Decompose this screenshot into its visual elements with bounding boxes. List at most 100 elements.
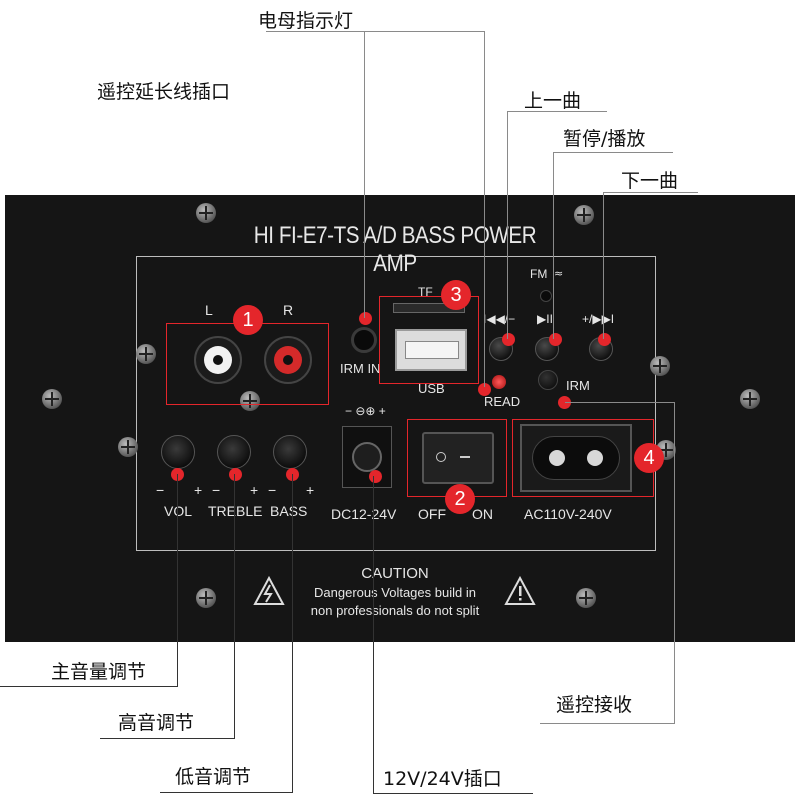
treble-minus: −	[212, 482, 221, 498]
bass-minus: −	[268, 482, 277, 498]
leader-line-irm	[540, 723, 675, 724]
leader-line-volume	[177, 474, 178, 686]
screw-icon	[42, 389, 62, 409]
treble-knob[interactable]	[217, 435, 251, 469]
leader-line-dc	[373, 793, 533, 794]
fm-label: FM	[530, 267, 548, 281]
usb-label: USB	[418, 381, 445, 396]
callout-power-indicator: 电母指示灯	[258, 10, 354, 32]
screw-icon	[196, 588, 216, 608]
treble-marker-dot	[229, 468, 242, 481]
rca-right-label: R	[283, 302, 294, 318]
dc-voltage-label[interactable]: DC12-24V	[331, 506, 397, 522]
callout-pause-play: 暂停/播放	[563, 128, 646, 150]
tf-label: TF	[418, 285, 433, 299]
leader-line-bass	[292, 474, 293, 792]
read-label: READ	[484, 394, 521, 409]
callout-main-volume: 主音量调节	[51, 661, 147, 683]
leader-line-dc	[373, 476, 374, 794]
screw-icon	[136, 344, 156, 364]
next-button-label: +/▶▶I	[582, 312, 615, 326]
read-led	[492, 375, 506, 389]
warning-exclamation-icon	[504, 576, 536, 605]
screw-icon	[650, 356, 670, 376]
ac-voltage-label: AC110V-240V	[524, 506, 612, 522]
leader-line-prev	[507, 111, 508, 339]
prev-track-button[interactable]	[489, 337, 513, 361]
badge-2: 2	[445, 484, 475, 514]
prev-marker-dot	[502, 333, 515, 346]
leader-line-treble	[100, 738, 235, 739]
ac-power-socket[interactable]	[520, 424, 632, 492]
badge-1: 1	[233, 305, 263, 335]
screw-icon	[576, 588, 596, 608]
callout-treble: 高音调节	[118, 712, 195, 734]
screw-icon	[240, 391, 260, 411]
off-label: OFF	[418, 506, 446, 522]
next-marker-dot	[598, 333, 611, 346]
warning-electric-icon	[253, 576, 285, 605]
leader-line-remote-port	[364, 31, 365, 318]
leader-line-power-indicator	[266, 31, 485, 32]
usb-port[interactable]	[395, 329, 467, 371]
callout-remote-extension-port: 遥控延长线插口	[97, 81, 231, 103]
dc-jack-housing	[342, 426, 392, 488]
vol-minus: −	[156, 482, 165, 498]
leader-line-next	[603, 192, 698, 193]
vol-plus: +	[194, 482, 203, 498]
bass-plus: +	[306, 482, 315, 498]
power-rocker-switch[interactable]	[422, 432, 494, 484]
leader-line-power-indicator	[484, 31, 485, 387]
caution-line-2: non professionals do not split	[310, 603, 480, 618]
irm-receiver	[538, 370, 558, 390]
screw-icon	[118, 437, 138, 457]
badge-4: 4	[634, 443, 664, 473]
leader-line-bass	[160, 792, 293, 793]
screw-icon	[196, 203, 216, 223]
caution-line-1: Dangerous Voltages build in	[314, 585, 476, 600]
leader-line-volume	[0, 686, 178, 687]
screw-icon	[574, 205, 594, 225]
vol-label: VOL	[164, 503, 193, 519]
usb-tf-highlight	[379, 296, 479, 384]
bass-label: BASS	[270, 503, 308, 519]
play-marker-dot	[549, 333, 562, 346]
read-marker-dot	[478, 383, 491, 396]
dc-polarity-label: − ⊖⊕ +	[345, 404, 386, 418]
tf-card-slot[interactable]	[393, 303, 465, 313]
wifi-icon: ≈	[554, 267, 564, 280]
leader-line-irm	[674, 402, 675, 724]
irm-label: IRM	[566, 378, 590, 393]
fm-antenna-hole	[540, 290, 552, 302]
leader-line-play	[553, 152, 673, 153]
leader-line-prev	[507, 111, 607, 112]
rca-right-jack[interactable]	[264, 336, 312, 384]
callout-bass: 低音调节	[175, 766, 252, 788]
leader-line-treble	[234, 474, 235, 738]
callout-remote-receive: 遥控接收	[556, 694, 633, 716]
irm-marker-dot	[558, 396, 571, 409]
control-panel-frame	[136, 256, 656, 551]
callout-next-track: 下一曲	[621, 170, 679, 192]
treble-plus: +	[250, 482, 259, 498]
leader-line-irm	[565, 402, 675, 403]
callout-prev-track: 上一曲	[524, 90, 582, 112]
screw-icon	[740, 389, 760, 409]
prev-button-label: I◀◀/−	[483, 312, 516, 326]
callout-dc-port: 12V/24V插口	[383, 768, 502, 790]
leader-line-next	[603, 192, 604, 339]
irm-in-marker-dot	[359, 312, 372, 325]
rca-left-label: L	[205, 302, 213, 318]
leader-line-play	[553, 152, 554, 339]
amp-model-title: HI FI-E7-TS A/D BASS POWER AMP	[253, 222, 537, 277]
play-button-label: ▶II	[537, 312, 553, 326]
bass-knob[interactable]	[273, 435, 307, 469]
badge-3: 3	[441, 280, 471, 310]
irm-in-jack[interactable]	[351, 327, 377, 353]
irm-in-label: IRM IN	[340, 361, 381, 376]
caution-title: CAUTION	[361, 565, 429, 582]
rca-left-jack[interactable]	[194, 336, 242, 384]
dc-marker-dot	[369, 470, 382, 483]
treble-label: TREBLE	[208, 503, 263, 519]
volume-knob[interactable]	[161, 435, 195, 469]
